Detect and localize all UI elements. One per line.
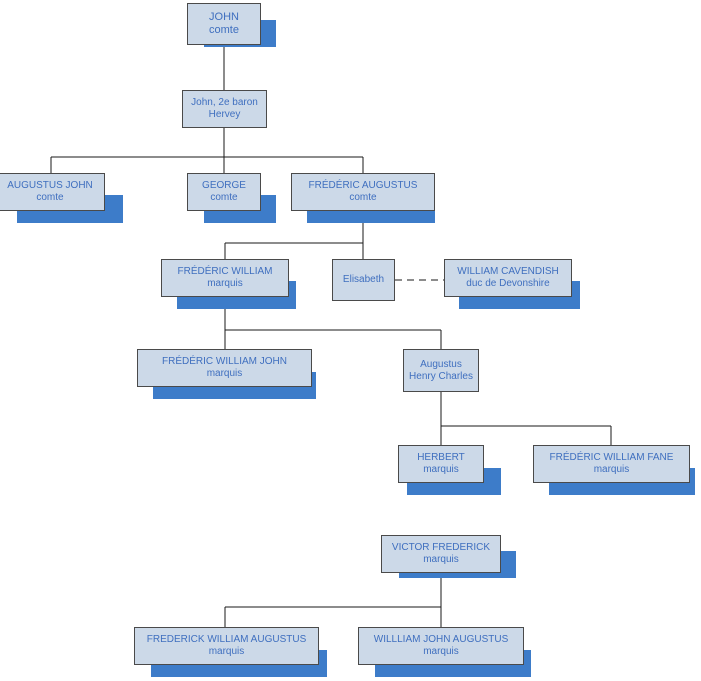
- node-victor-frederick-name: VICTOR FREDERICK: [391, 542, 491, 554]
- node-john2e-title: Hervey: [208, 109, 241, 120]
- node-john-name: JOHN: [209, 11, 239, 24]
- node-frederick-william-augustus[interactable]: FREDERICK WILLIAM AUGUSTUS marquis: [134, 627, 319, 665]
- node-john2e[interactable]: John, 2e baron Hervey: [182, 90, 267, 128]
- node-augustus-john-title: comte: [36, 192, 64, 203]
- node-willliam-john-augustus-name: WILLLIAM JOHN AUGUSTUS: [373, 634, 509, 646]
- node-elisabeth[interactable]: Elisabeth: [332, 259, 395, 301]
- node-willliam-john-augustus-title: marquis: [423, 646, 459, 657]
- node-victor-frederick[interactable]: VICTOR FREDERICK marquis: [381, 535, 501, 573]
- node-augustus-john-name: AUGUSTUS JOHN: [7, 180, 93, 192]
- node-george-title: comte: [210, 192, 238, 203]
- node-augustus-henry-charles[interactable]: Augustus Henry Charles: [403, 349, 479, 392]
- node-frederic-william-fane-name: FRÉDÉRIC WILLIAM FANE: [549, 452, 674, 464]
- node-george[interactable]: GEORGE comte: [187, 173, 261, 211]
- node-frederick-william-augustus-title: marquis: [208, 646, 245, 657]
- node-herbert-title: marquis: [423, 464, 459, 475]
- node-frederic-augustus-title: comte: [349, 192, 377, 203]
- node-frederic-william-john-title: marquis: [206, 368, 243, 379]
- node-john2e-name: John, 2e baron: [191, 97, 258, 109]
- node-victor-frederick-title: marquis: [423, 554, 459, 565]
- node-frederic-william-fane[interactable]: FRÉDÉRIC WILLIAM FANE marquis: [533, 445, 690, 483]
- node-frederic-william-name: FRÉDÉRIC WILLIAM: [177, 266, 273, 278]
- node-herbert[interactable]: HERBERT marquis: [398, 445, 484, 483]
- node-frederick-william-augustus-name: FREDERICK WILLIAM AUGUSTUS: [146, 634, 307, 646]
- node-william-cavendish-title: duc de Devonshire: [466, 278, 550, 289]
- node-george-name: GEORGE: [202, 180, 246, 192]
- node-william-cavendish[interactable]: WILLIAM CAVENDISH duc de Devonshire: [444, 259, 572, 297]
- node-herbert-name: HERBERT: [417, 452, 465, 464]
- node-elisabeth-name: Elisabeth: [342, 274, 385, 286]
- node-frederic-william-john[interactable]: FRÉDÉRIC WILLIAM JOHN marquis: [137, 349, 312, 387]
- node-frederic-william-fane-title: marquis: [593, 464, 630, 475]
- node-frederic-augustus[interactable]: FRÉDÉRIC AUGUSTUS comte: [291, 173, 435, 211]
- node-augustus-henry-charles-name: Augustus: [420, 358, 462, 370]
- node-augustus-henry-charles-title: Henry Charles: [409, 370, 473, 382]
- node-willliam-john-augustus[interactable]: WILLLIAM JOHN AUGUSTUS marquis: [358, 627, 524, 665]
- node-augustus-john[interactable]: AUGUSTUS JOHN comte: [0, 173, 105, 211]
- node-frederic-augustus-name: FRÉDÉRIC AUGUSTUS: [308, 180, 418, 192]
- node-frederic-william-john-name: FRÉDÉRIC WILLIAM JOHN: [161, 356, 287, 368]
- node-john-title: comte: [209, 24, 239, 36]
- node-william-cavendish-name: WILLIAM CAVENDISH: [457, 266, 559, 278]
- node-john[interactable]: JOHN comte: [187, 3, 261, 45]
- node-frederic-william-title: marquis: [207, 278, 243, 289]
- node-frederic-william[interactable]: FRÉDÉRIC WILLIAM marquis: [161, 259, 289, 297]
